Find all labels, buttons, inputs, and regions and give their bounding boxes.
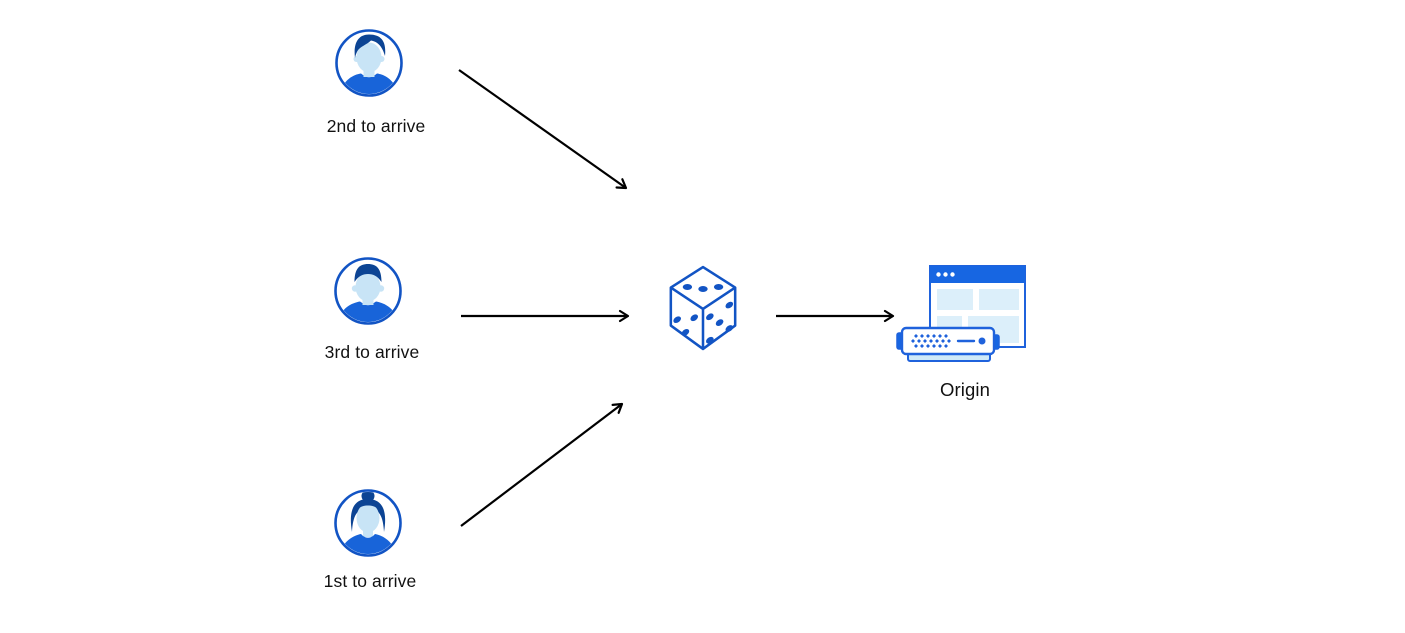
origin-label: Origin [940, 379, 990, 400]
actor-label: 2nd to arrive [326, 116, 426, 136]
arrow-user2-to-dice [458, 69, 628, 190]
actor-label: 1st to arrive [323, 571, 417, 591]
user-male-quiff-avatar-icon [335, 29, 403, 97]
user-male-short-hair-avatar-icon [334, 257, 402, 325]
user-female-bun-avatar-icon [334, 489, 402, 557]
arrow-user1-to-dice [460, 402, 624, 527]
server-icon [896, 326, 1000, 362]
actor-label: 3rd to arrive [324, 342, 420, 362]
dice-icon [669, 265, 737, 351]
